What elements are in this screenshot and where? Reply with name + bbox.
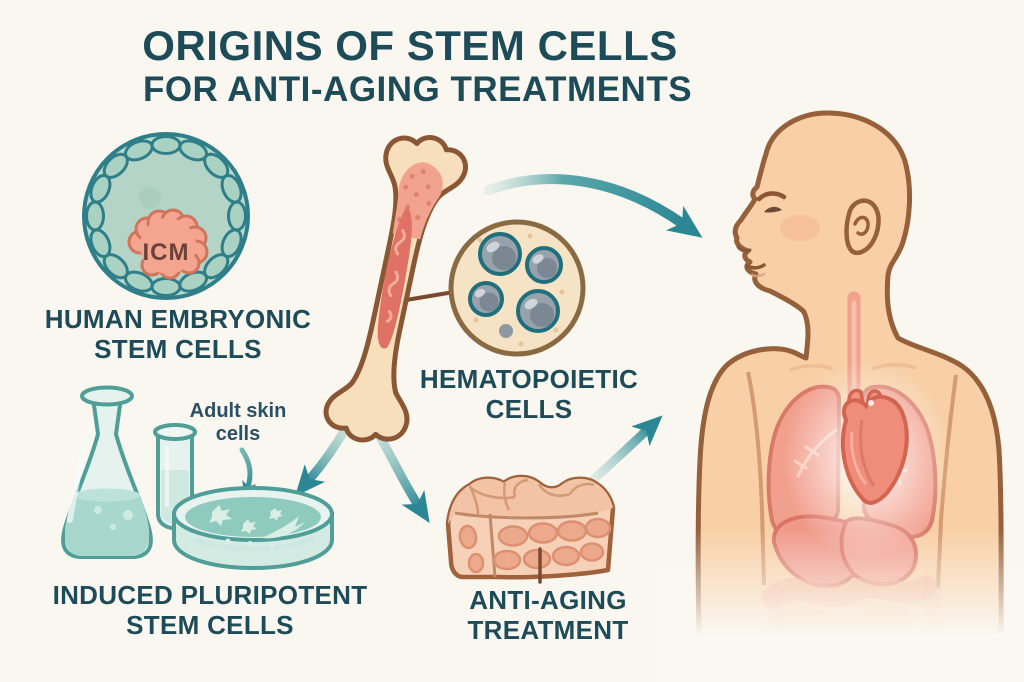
hematopoietic-cells-illustration: [448, 219, 586, 357]
skin-section-illustration: [445, 474, 616, 584]
annotation-adult-skin-cells: Adult skin cells: [163, 400, 313, 446]
caption-line: HUMAN EMBRYONIC: [44, 304, 312, 334]
arrow-bone-to-skin: [374, 430, 430, 523]
heart: [840, 388, 909, 505]
caption-line: CELLS: [485, 394, 573, 425]
body-fade-solid: [660, 652, 1024, 682]
bone-illustration: [323, 135, 468, 443]
ear: [844, 198, 881, 256]
arrow-skin-to-body: [589, 415, 663, 484]
caption-induced-pluripotent: INDUCED PLURIPOTENT STEM CELLS: [30, 580, 390, 640]
cultured-cells: [209, 505, 305, 549]
caption-line: STEM CELLS: [126, 610, 294, 641]
flow-arrows: [239, 174, 703, 523]
annotation-line: Adult skin: [189, 400, 287, 422]
human-body-illustration: [660, 110, 1024, 682]
blastocyst-illustration: [82, 132, 250, 300]
caption-hematopoietic-cells: HEMATOPOIETIC CELLS: [404, 364, 654, 424]
petri-dish: [172, 486, 334, 571]
circle-speckles: [473, 233, 565, 347]
icm-cluster: [127, 208, 209, 280]
bone-to-circle-line: [404, 290, 456, 302]
caption-line: TREATMENT: [467, 615, 629, 646]
erlenmeyer-flask: [61, 385, 153, 559]
title-line-1: ORIGINS OF STEM CELLS: [142, 22, 678, 69]
marrow-squiggles: [385, 228, 406, 323]
flask-liquid: [64, 495, 150, 556]
block-edge: [488, 513, 497, 578]
dermis-cells: [458, 517, 612, 574]
epidermis-cell-lines: [468, 478, 595, 515]
tube-rim: [153, 423, 197, 441]
caption-line: STEM CELLS: [94, 334, 262, 365]
arrow-bone-to-petri: [295, 426, 349, 497]
trophoblast-ring: [85, 135, 247, 297]
eye: [764, 206, 782, 213]
skin-top-face: [448, 477, 613, 524]
inner-ear: [853, 215, 870, 236]
mouth: [745, 263, 766, 270]
body-fade: [660, 528, 1024, 658]
arrow-bone-to-body: [484, 174, 703, 238]
caption-anti-aging-treatment: ANTI-AGING TREATMENT: [438, 585, 658, 645]
icm-label: ICM: [142, 239, 190, 266]
nostril: [736, 245, 752, 253]
flask-rim: [80, 385, 134, 407]
annotation-line: cells: [215, 423, 261, 445]
caption-line: ANTI-AGING: [469, 585, 627, 615]
stem-cells: [468, 232, 563, 338]
collarbone-left: [789, 364, 834, 372]
lip-shadow: [750, 272, 766, 278]
petri-liquid: [185, 497, 321, 537]
caption-embryonic-stem-cells: HUMAN EMBRYONIC STEM CELLS: [28, 304, 328, 364]
arm-line-left: [746, 371, 766, 586]
caption-line: INDUCED PLURIPOTENT: [52, 580, 368, 610]
cheek-blush: [780, 215, 820, 241]
eyebrow: [756, 191, 787, 202]
lab-glassware-illustration: [61, 385, 334, 571]
red-marrow-channel: [377, 208, 412, 349]
caption-line: HEMATOPOIETIC: [419, 364, 639, 394]
title-line-2: FOR ANTI-AGING TREATMENTS: [142, 70, 693, 109]
arrow-adult-cells-to-petri: [239, 447, 257, 499]
